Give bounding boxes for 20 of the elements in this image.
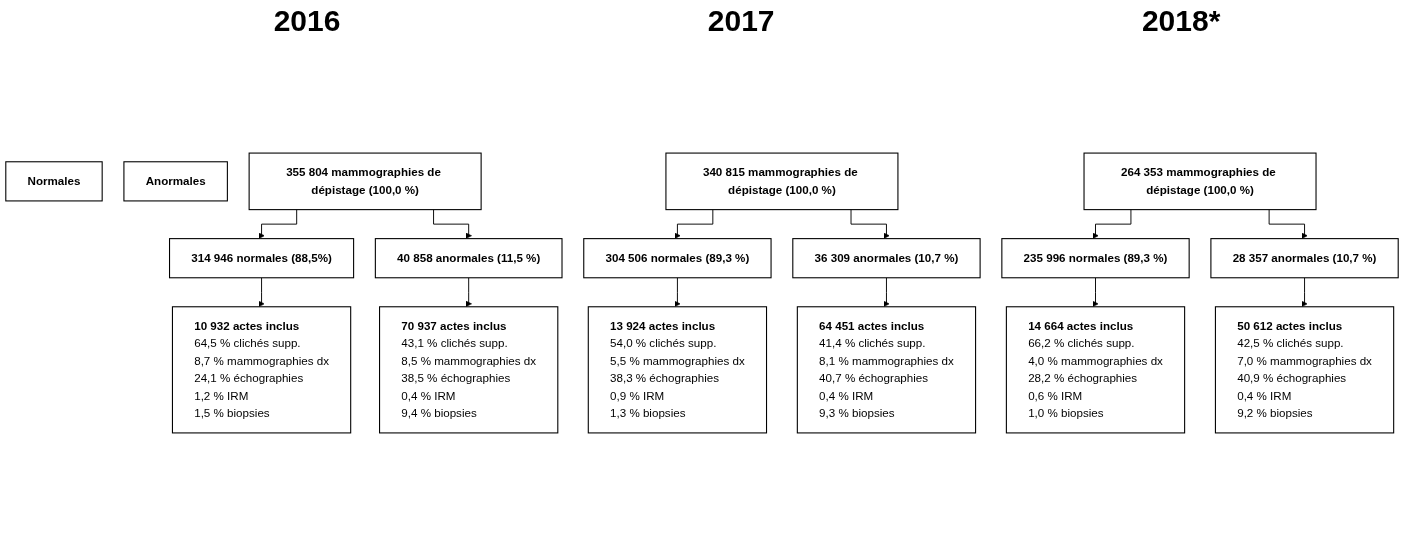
node-box: 50 612 actes inclus 42,5 % clichés supp. 7,0 % mammographies dx 40,9 % échographies 0,4 % IRM 9,2 % biopsies <box>1214 306 1395 434</box>
node-box: 304 506 normales (89,3 %) <box>583 238 772 279</box>
node-box: 70 937 actes inclus 43,1 % clichés supp. 8,5 % mammographies dx 38,5 % échographies 0,4 % IRM 9,4 % biopsies <box>379 306 559 434</box>
node-box: 314 946 normales (88,5%) <box>169 238 355 279</box>
node-box: Normales <box>5 161 103 202</box>
node-box: 64 451 actes inclus 41,4 % clichés supp. 8,1 % mammographies dx 40,7 % échographies 0,4 % IRM 9,3 % biopsies <box>796 306 977 434</box>
node-box: 355 804 mammographies de dépistage (100,0 %) <box>248 152 482 211</box>
node-box: 14 664 actes inclus 66,2 % clichés supp. 4,0 % mammographies dx 28,2 % échographies 0,6 % IRM 1,0 % biopsies <box>1005 306 1186 434</box>
year-heading: 2016 <box>273 4 341 39</box>
node-box: 340 815 mammographies de dépistage (100,0 %) <box>665 152 899 211</box>
node-box: 264 353 mammographies de dépistage (100,0 %) <box>1083 152 1317 211</box>
node-box: 28 357 anormales (10,7 %) <box>1210 238 1399 279</box>
node-box: 40 858 anormales (11,5 %) <box>374 238 563 279</box>
year-heading: 2018* <box>1141 4 1221 39</box>
node-box: 10 932 actes inclus 64,5 % clichés supp. 8,7 % mammographies dx 24,1 % échographies 1,2 % IRM 1,5 % biopsies <box>171 306 352 434</box>
node-box: Anormales <box>123 161 228 202</box>
node-box: 235 996 normales (89,3 %) <box>1001 238 1190 279</box>
year-heading: 2017 <box>707 4 775 39</box>
node-box: 13 924 actes inclus 54,0 % clichés supp. 5,5 % mammographies dx 38,3 % échographies 0,9 % IRM 1,3 % biopsies <box>587 306 768 434</box>
node-box: 36 309 anormales (10,7 %) <box>792 238 981 279</box>
